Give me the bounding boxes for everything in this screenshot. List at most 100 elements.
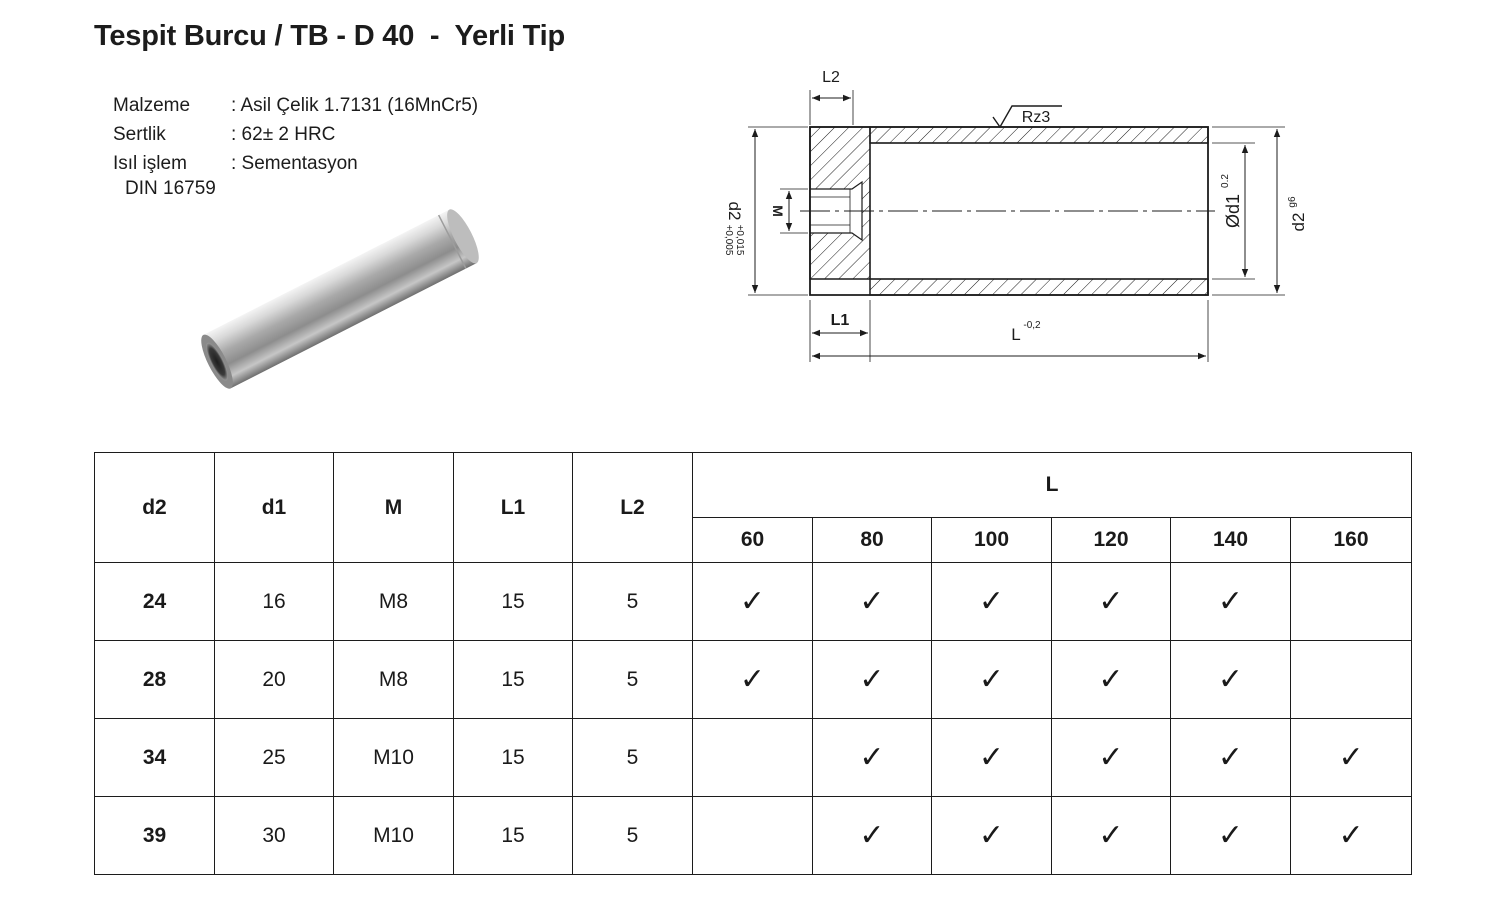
checkmark-icon: ✓ <box>1217 818 1244 852</box>
checkmark-icon: ✓ <box>859 662 885 696</box>
dim-label-l: L <box>1011 325 1020 344</box>
din-standard: DIN 16759 <box>125 178 216 199</box>
checkmark-icon: ✓ <box>1098 818 1124 852</box>
cell-availability: ✓ <box>1289 718 1413 797</box>
checkmark-icon: ✓ <box>1217 740 1244 774</box>
dim-label-l1: L1 <box>831 312 850 329</box>
dim-label-d1: Ød1 <box>1223 194 1243 228</box>
dim-tol-l: -0,2 <box>1023 320 1041 331</box>
checkmark-icon: ✓ <box>1098 662 1124 696</box>
cell-availability: ✓ <box>1170 718 1291 797</box>
header-l-80: 80 <box>812 517 932 563</box>
cell-availability: ✓ <box>692 640 813 719</box>
cell-m: M8 <box>333 640 454 719</box>
cell-l1: 15 <box>453 640 573 719</box>
cell-m: M10 <box>333 796 454 875</box>
cell-d1: 16 <box>214 562 334 641</box>
cell-availability: ✓ <box>812 562 932 641</box>
header-l: L <box>691 452 1413 518</box>
dim-label-d2-right: d2 <box>1289 213 1308 232</box>
cell-d1: 30 <box>214 796 334 875</box>
cell-availability: ✓ <box>1170 796 1291 875</box>
checkmark-icon: ✓ <box>1098 584 1124 618</box>
checkmark-icon: ✓ <box>739 584 766 618</box>
cell-l1: 15 <box>453 562 573 641</box>
checkmark-icon: ✓ <box>859 818 885 852</box>
dim-label-l2: L2 <box>822 69 840 86</box>
cell-d2: 34 <box>94 718 215 797</box>
spec-label: Malzeme <box>113 95 191 116</box>
cell-l2: 5 <box>572 796 693 875</box>
checkmark-icon: ✓ <box>1098 740 1124 774</box>
cell-availability: ✓ <box>931 562 1052 641</box>
spec-label: Sertlik <box>113 124 166 145</box>
spec-row-heat-treatment: Isıl işlem : Sementasyon <box>113 149 478 178</box>
header-l-60: 60 <box>692 517 813 563</box>
checkmark-icon: ✓ <box>978 662 1005 696</box>
checkmark-icon: ✓ <box>978 818 1005 852</box>
dim-tol-d1: 0.2 <box>1220 174 1231 188</box>
cell-availability: ✓ <box>1051 796 1171 875</box>
page-title: Tespit Burcu / TB - D 40 - Yerli Tip <box>94 20 565 52</box>
header-d1: d1 <box>214 452 334 563</box>
dim-label-m: M <box>770 205 786 217</box>
roughness-label: Rz3 <box>1022 109 1051 126</box>
dim-label-d2-left: d2 <box>725 202 744 221</box>
cell-availability: ✓ <box>812 640 932 719</box>
spec-value: : Asil Çelik 1.7131 (16MnCr5) <box>231 95 479 116</box>
checkmark-icon: ✓ <box>859 740 885 774</box>
checkmark-icon: ✓ <box>978 740 1005 774</box>
checkmark-icon: ✓ <box>859 584 885 618</box>
cell-availability: ✓ <box>1051 718 1171 797</box>
cell-availability: ✓ <box>931 640 1052 719</box>
header-l-100: 100 <box>931 517 1052 563</box>
cell-availability: ✓ <box>1051 640 1171 719</box>
cell-availability <box>1289 562 1413 641</box>
header-l-160: 160 <box>1289 517 1413 563</box>
checkmark-icon: ✓ <box>1338 740 1364 774</box>
header-l-140: 140 <box>1170 517 1291 563</box>
cell-l2: 5 <box>572 562 693 641</box>
cell-availability: ✓ <box>931 718 1052 797</box>
cell-availability <box>692 718 813 797</box>
checkmark-icon: ✓ <box>1217 662 1244 696</box>
cell-availability <box>1289 640 1413 719</box>
cell-availability: ✓ <box>1051 562 1171 641</box>
spec-row-material: Malzeme : Asil Çelik 1.7131 (16MnCr5) <box>113 91 478 120</box>
header-l-120: 120 <box>1051 517 1171 563</box>
header-m: M <box>333 452 454 563</box>
header-d2: d2 <box>94 452 215 563</box>
dim-tol-d2-right: g6 <box>1287 196 1298 208</box>
cell-l2: 5 <box>572 718 693 797</box>
spec-list: Malzeme : Asil Çelik 1.7131 (16MnCr5) Se… <box>113 91 478 178</box>
dimension-table: d2 d1 M L1 L2 L 60 80 100 120 140 160 24… <box>94 452 1413 875</box>
cell-availability: ✓ <box>812 796 932 875</box>
cell-m: M8 <box>333 562 454 641</box>
spec-label: Isıl işlem <box>113 153 187 174</box>
cell-d1: 20 <box>214 640 334 719</box>
cell-l1: 15 <box>453 718 573 797</box>
spec-row-hardness: Sertlik : 62± 2 HRC <box>113 120 478 149</box>
cell-l2: 5 <box>572 640 693 719</box>
header-l2: L2 <box>572 452 693 563</box>
bushing-photo <box>201 209 479 389</box>
cell-l1: 15 <box>453 796 573 875</box>
checkmark-icon: ✓ <box>978 584 1005 618</box>
cell-d2: 28 <box>94 640 215 719</box>
technical-drawing: L2 Rz3 M d2 +0,015 +0,005 Ød1 0.2 d2 g6 … <box>723 69 1308 362</box>
cell-d2: 24 <box>94 562 215 641</box>
cell-availability: ✓ <box>1170 562 1291 641</box>
cell-availability: ✓ <box>812 718 932 797</box>
checkmark-icon: ✓ <box>1217 584 1244 618</box>
cell-availability: ✓ <box>1170 640 1291 719</box>
cell-m: M10 <box>333 718 454 797</box>
spec-value: : Sementasyon <box>231 153 358 174</box>
dim-tol-d2-upper: +0,015 <box>734 225 745 256</box>
checkmark-icon: ✓ <box>1338 818 1364 852</box>
header-l1: L1 <box>453 452 573 563</box>
spec-value: : 62± 2 HRC <box>231 124 336 145</box>
